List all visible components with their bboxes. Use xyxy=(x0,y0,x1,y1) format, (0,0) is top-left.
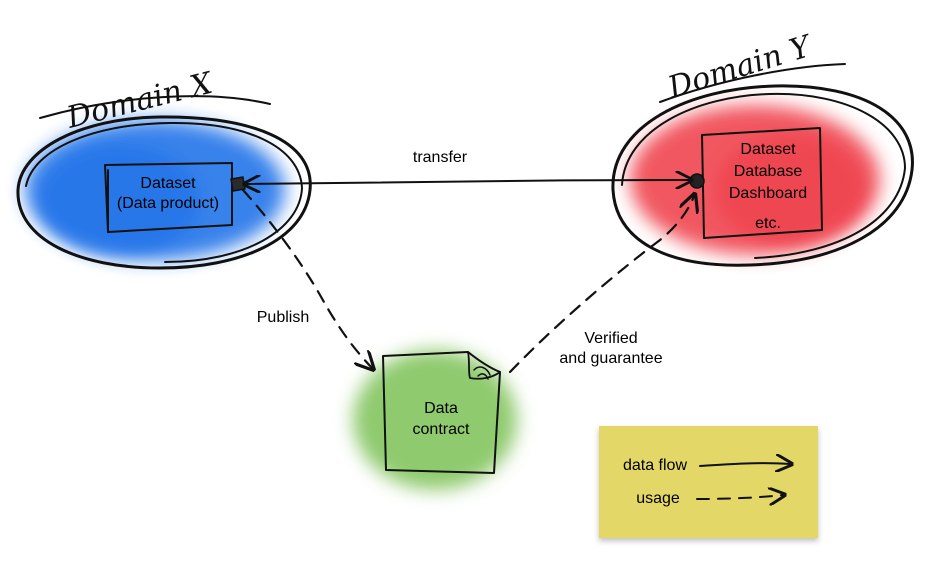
asset-label-line2: Database xyxy=(734,163,803,180)
domain-y-asset-box[interactable]: Dataset Database Dashboard etc. xyxy=(701,127,823,239)
publish-edge[interactable]: Publish xyxy=(241,188,372,368)
dataset-box[interactable]: Dataset (Data product) xyxy=(104,162,233,233)
legend-data-flow-label: data flow xyxy=(623,457,687,474)
legend-solid-arrow xyxy=(699,463,790,466)
contract-label-line1: Data xyxy=(424,400,458,417)
verified-label-line2: and guarantee xyxy=(559,350,662,367)
contract-label-line2: contract xyxy=(413,421,470,438)
contract-fill xyxy=(353,350,517,490)
legend-note: data flow usage xyxy=(599,426,818,538)
legend-dashed-arrow xyxy=(696,495,783,499)
dataset-label-line2: (Data product) xyxy=(117,195,219,212)
legend-usage-label: usage xyxy=(636,490,680,507)
transfer-label: transfer xyxy=(413,149,468,166)
asset-port-node xyxy=(689,173,705,189)
dataset-port-node xyxy=(230,176,246,192)
asset-label-line3: Dashboard xyxy=(729,185,807,202)
verified-label-line1: Verified xyxy=(584,330,637,347)
publish-label: Publish xyxy=(257,309,309,326)
asset-label-line4: etc. xyxy=(755,215,781,232)
domain-y-fill xyxy=(630,105,880,255)
asset-label-line1: Dataset xyxy=(740,141,796,158)
transfer-edge[interactable]: transfer xyxy=(246,149,690,184)
verified-edge[interactable]: Verified and guarantee xyxy=(508,196,694,374)
domain-y-boundary xyxy=(611,84,914,267)
dataset-label-line1: Dataset xyxy=(140,175,196,192)
data-contract-document[interactable]: Data contract xyxy=(382,351,501,474)
